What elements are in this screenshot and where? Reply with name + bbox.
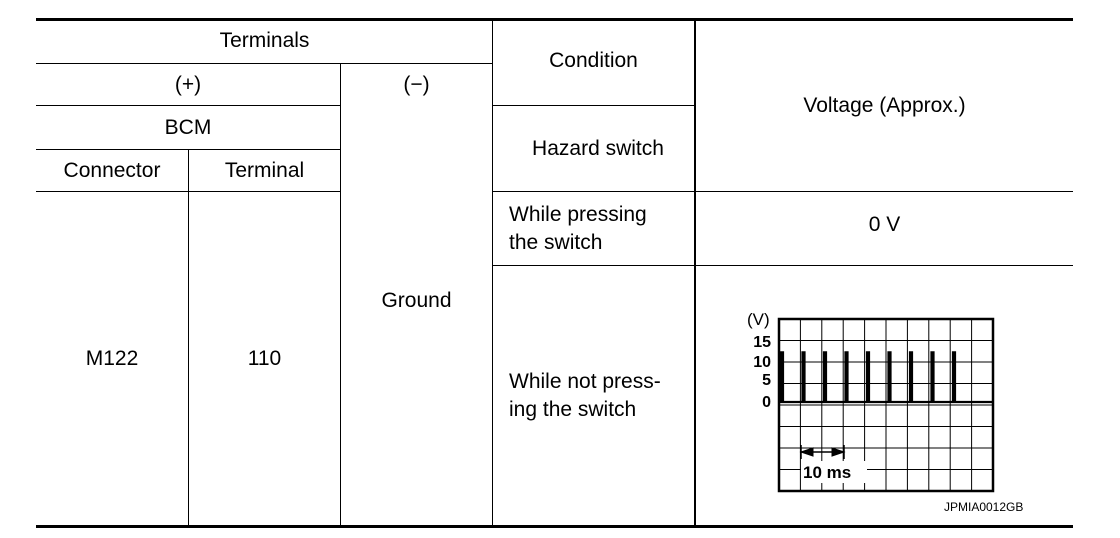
scope-pulse-line <box>779 351 993 404</box>
cell-terminal: 110 <box>247 346 282 370</box>
header-voltage: Voltage (Approx.) <box>803 94 966 117</box>
oscilloscope-waveform: (V) 15 10 5 0 10 ms <box>747 310 995 493</box>
rule-condition-split <box>493 265 1073 266</box>
scope-tick-10: 10 <box>753 354 771 371</box>
header-terminals: Terminals <box>219 29 310 52</box>
scope-time-scale <box>799 445 846 459</box>
header-bcm: BCM <box>164 115 212 139</box>
cell-hazard-switch: Hazard switch <box>532 136 664 160</box>
scope-time-label-bg <box>801 461 867 483</box>
condition-not-pressing: While not press- ing the switch <box>509 369 661 421</box>
rule-condition <box>493 105 695 106</box>
voltage-pressing: 0 V <box>868 213 901 236</box>
col-divider-voltage <box>694 20 696 526</box>
header-minus: (−) <box>403 72 430 96</box>
scope-unit-label: (V) <box>747 310 770 329</box>
header-plus: (+) <box>174 72 202 96</box>
rule-terminals <box>36 63 493 64</box>
header-connector: Connector <box>63 158 161 182</box>
rule-header-end-right <box>493 191 1073 192</box>
col-divider-connector <box>188 149 189 526</box>
scope-time-label: 10 ms <box>803 463 851 482</box>
figure-code: JPMIA0012GB <box>944 500 1024 514</box>
cell-connector: M122 <box>85 346 139 370</box>
header-condition: Condition <box>549 49 638 72</box>
table-top-border <box>36 18 1073 21</box>
scope-tick-5: 5 <box>762 372 771 389</box>
cell-ground: Ground <box>381 289 452 312</box>
col-divider-condition <box>492 20 493 526</box>
scope-grid <box>777 317 995 493</box>
scope-tick-15: 15 <box>753 334 771 351</box>
header-terminal: Terminal <box>224 158 305 182</box>
table-bottom-border <box>36 525 1073 528</box>
rule-polarity <box>36 105 341 106</box>
scope-trace <box>779 351 993 404</box>
scope-tick-0: 0 <box>762 394 771 411</box>
condition-pressing: While pressing the switch <box>509 202 647 254</box>
col-divider-minus <box>340 63 341 526</box>
